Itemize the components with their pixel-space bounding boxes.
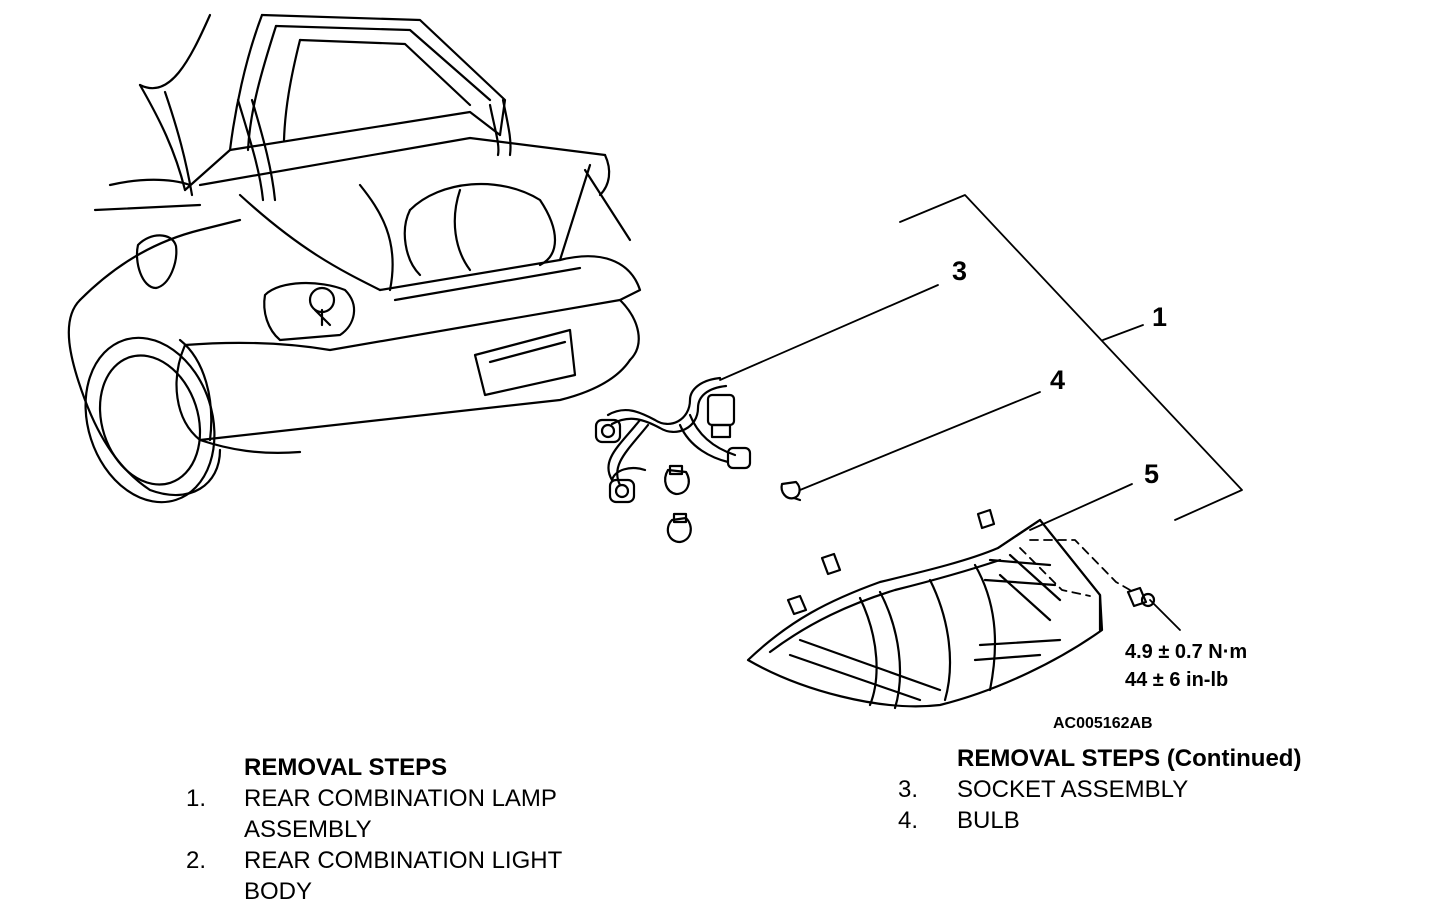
step-number: 2. [186,847,207,874]
step-text: REAR COMBINATION LAMP ASSEMBLY [244,783,626,845]
step-line: ASSEMBLY [244,816,372,843]
callout-leader-lines [719,194,1243,631]
step-text: SOCKET ASSEMBLY [957,774,1368,805]
car-rear-illustration [67,13,642,504]
rear-combination-lamp-illustration [746,508,1156,710]
removal-steps-continued-heading: REMOVAL STEPS (Continued) [957,745,1302,772]
callout-5: 5 [1144,459,1159,489]
removal-steps-continued-list: REMOVAL STEPS (Continued) 3. SOCKET ASSE… [898,743,1368,836]
step-text: BULB [957,805,1368,836]
figure-id: AC005162AB [1053,715,1153,732]
removal-steps-heading: REMOVAL STEPS [244,754,448,781]
step-number: 3. [898,776,919,803]
step-line: BODY [244,878,313,905]
removal-step: 2. REAR COMBINATION LIGHT BODY [186,845,626,907]
bulb-illustration [780,480,802,502]
torque-imperial: 44 ± 6 in-lb [1125,669,1228,691]
step-line: SOCKET ASSEMBLY [957,776,1189,803]
removal-steps-list: REMOVAL STEPS 1. REAR COMBINATION LAMP A… [186,752,626,907]
removal-step: 4. BULB [898,805,1368,836]
step-text: REAR COMBINATION LIGHT BODY [244,845,626,907]
callout-1: 1 [1152,302,1167,332]
torque-metric: 4.9 ± 0.7 N·m [1125,641,1247,663]
callout-4: 4 [1050,365,1065,395]
step-line: BULB [957,807,1020,834]
removal-step: 1. REAR COMBINATION LAMP ASSEMBLY [186,783,626,845]
step-line: REAR COMBINATION LAMP [244,785,557,812]
step-number: 1. [186,785,207,812]
socket-assembly-illustration [594,376,752,544]
callout-3: 3 [952,256,967,286]
removal-step: 3. SOCKET ASSEMBLY [898,774,1368,805]
step-line: REAR COMBINATION LIGHT [244,847,563,874]
step-number: 4. [898,807,919,834]
